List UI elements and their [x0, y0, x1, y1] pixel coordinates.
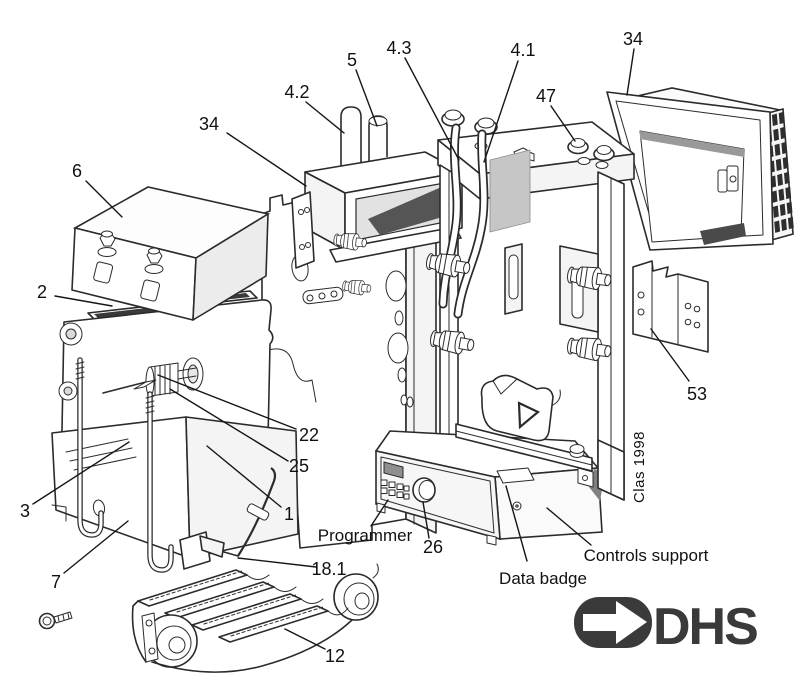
hook-rods [75, 357, 174, 573]
part-label-7: 7 [51, 572, 61, 592]
part-label-6: 6 [72, 161, 82, 181]
air-box-shadow [700, 223, 746, 245]
programmer-buttons [380, 479, 410, 500]
inner-panel [489, 149, 531, 233]
dhs-logo-text: DHS [653, 598, 757, 656]
screw [38, 611, 73, 630]
bolt [144, 247, 164, 274]
caption-programmer: Programmer [318, 526, 413, 545]
part-label-34-flue: 34 [199, 114, 219, 134]
electrode-boot [246, 503, 270, 521]
part-labels: 6 2 34 4.2 5 4.3 4.1 34 47 22 25 3 1 7 1… [20, 29, 707, 666]
part-label-2: 2 [37, 282, 47, 302]
panel-hole [385, 270, 407, 302]
part-label-3: 3 [20, 501, 30, 521]
dhs-logo: DHS [574, 597, 759, 656]
caption-data-badge: Data badge [499, 569, 587, 588]
probe-needle [102, 381, 147, 394]
programmer-fascia [375, 450, 501, 541]
clip [140, 279, 161, 302]
part-label-34-air-box: 34 [623, 29, 643, 49]
panel-hole [387, 332, 409, 364]
controls-support-box [375, 430, 605, 546]
warning-triangle-icon [517, 401, 541, 430]
part-label-4-3: 4.3 [386, 38, 411, 58]
electrical-box [71, 186, 271, 321]
frame-sill [455, 423, 625, 501]
caption-controls-support: Controls support [584, 546, 709, 565]
flue-opening-shadow [368, 185, 446, 235]
cap-47 [567, 138, 615, 162]
burner [131, 563, 379, 673]
data-badge-plate [496, 467, 535, 484]
part-label-12: 12 [325, 646, 345, 666]
part-label-18-1: 18.1 [311, 559, 346, 579]
igniter-electrode [237, 467, 277, 557]
igniter-assembly [179, 467, 277, 570]
part-label-4-2: 4.2 [284, 82, 309, 102]
flue-pipe-4-2 [340, 106, 362, 170]
part-label-1: 1 [284, 504, 294, 524]
dhs-arrow-icon [583, 601, 647, 644]
part-label-26: 26 [423, 537, 443, 557]
bolt [97, 230, 117, 257]
leader-lines [32, 48, 690, 650]
flue-hood-assembly [291, 106, 463, 269]
flue-mount-plate [291, 191, 315, 269]
part-label-53: 53 [687, 384, 707, 404]
document-pouch [480, 374, 561, 442]
box6-side [192, 213, 269, 321]
part-label-22: 22 [299, 425, 319, 445]
part-label-25: 25 [289, 456, 309, 476]
clip [93, 261, 114, 284]
latch [717, 169, 728, 193]
air-box [606, 87, 794, 251]
part-label-5: 5 [347, 50, 357, 70]
caption-labels: Programmer Data badge Controls support C… [318, 431, 709, 588]
programmer-display [383, 461, 404, 479]
part-label-47: 47 [536, 86, 556, 106]
part-label-4-1: 4.1 [510, 40, 535, 60]
model-label: Clas 1998 [631, 431, 648, 503]
